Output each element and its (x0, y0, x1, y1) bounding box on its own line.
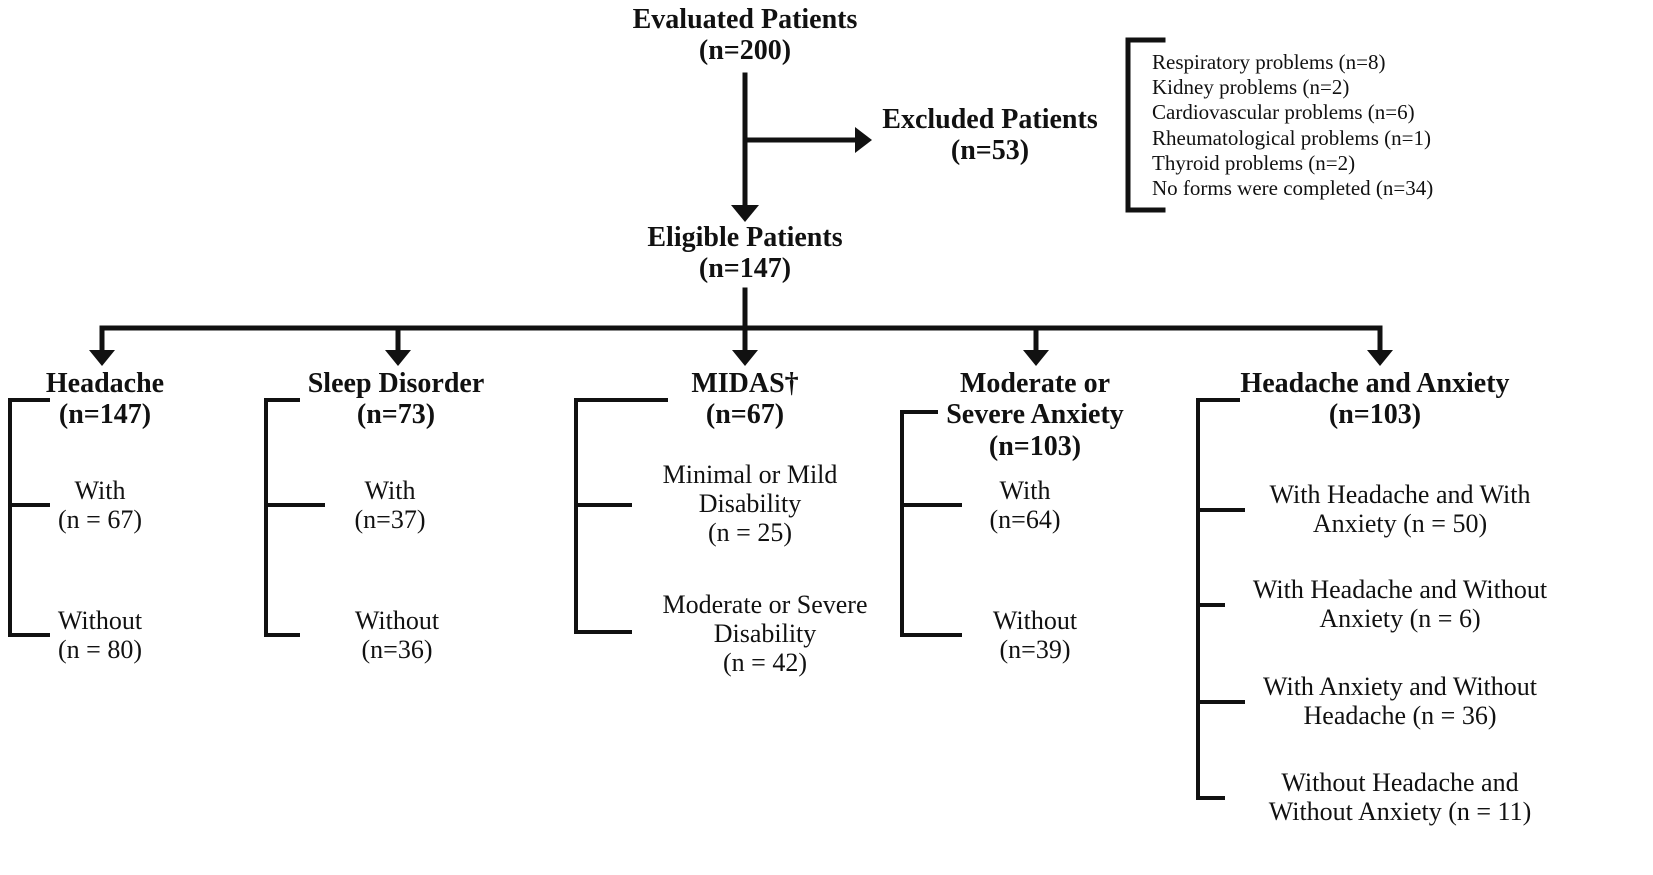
excluded-node: Excluded Patients (n=53) (870, 104, 1110, 167)
group-count: (n=67) (705, 399, 785, 431)
item-label: Without (57, 606, 143, 635)
exclusion-reason: Cardiovascular problems (n=6) (1152, 100, 1415, 125)
group-title: Headache (45, 368, 165, 399)
group-title: Headache and Anxiety (1240, 368, 1510, 399)
arrowhead-midas (732, 350, 758, 366)
item-label: Minimal or Mild (662, 460, 838, 489)
exclusion-bracket (1125, 37, 1166, 213)
bracket-combined (1196, 398, 1245, 800)
item-count: (n=64) (989, 505, 1061, 535)
excluded-title: Excluded Patients (882, 104, 1098, 135)
headache-without: Without (n = 80) (40, 606, 160, 664)
group-title-line2: Severe Anxiety (946, 399, 1124, 431)
bracket-headache (8, 398, 50, 637)
item-label: With (999, 476, 1051, 505)
arrowhead-eligible (731, 205, 759, 222)
arrowhead-excluded (855, 127, 872, 153)
exclusion-reason: Kidney problems (n=2) (1152, 75, 1350, 100)
item-count: (n = 80) (58, 635, 142, 665)
item-count: (n=36) (361, 635, 433, 665)
exclusion-reasons: Respiratory problems (n=8) Kidney proble… (1152, 50, 1433, 201)
anxiety-with: With (n=64) (965, 476, 1085, 534)
group-count: (n=73) (356, 399, 436, 431)
item-count: (n=39) (999, 635, 1071, 665)
arrowhead-sleep (385, 350, 411, 366)
item-label: Disability (698, 489, 802, 519)
eligible-title: Eligible Patients (647, 222, 843, 253)
item-label: Without Headache and (1281, 768, 1519, 797)
item-label: With (364, 476, 416, 505)
exclusion-reason: Rheumatological problems (n=1) (1152, 125, 1431, 150)
group-count: (n=147) (58, 399, 152, 431)
eligible-count: (n=147) (698, 253, 792, 285)
item-count: Headache (n = 36) (1303, 701, 1497, 731)
sleep-without: Without (n=36) (337, 606, 457, 664)
midas-mild: Minimal or Mild Disability (n = 25) (630, 460, 870, 547)
combined-item-4: Without Headache and Without Anxiety (n … (1240, 768, 1560, 826)
group-count: (n=103) (988, 430, 1082, 462)
exclusion-reason: Thyroid problems (n=2) (1152, 150, 1356, 175)
combined-item-2: With Headache and Without Anxiety (n = 6… (1225, 575, 1575, 633)
excluded-count: (n=53) (950, 135, 1030, 167)
group-count: (n=103) (1328, 399, 1422, 431)
exclusion-reason: No forms were completed (n=34) (1152, 175, 1434, 200)
item-label: With Headache and With (1269, 480, 1531, 509)
item-label: With Headache and Without (1252, 575, 1548, 604)
arrowhead-combined (1367, 350, 1393, 366)
exclusion-reason: Respiratory problems (n=8) (1152, 50, 1386, 74)
evaluated-node: Evaluated Patients (n=200) (610, 4, 880, 67)
item-label: Without (992, 606, 1078, 635)
group-title: Sleep Disorder (307, 368, 485, 399)
bracket-anxiety (900, 410, 962, 637)
item-count: (n=37) (354, 505, 426, 535)
item-count: Anxiety (n = 50) (1312, 509, 1488, 539)
item-label: With Anxiety and Without (1262, 672, 1537, 701)
evaluated-count: (n=200) (698, 35, 792, 67)
group-headache-header: Headache (n=147) (20, 368, 190, 431)
item-count: (n = 67) (58, 505, 142, 535)
item-count: (n = 25) (708, 518, 792, 548)
bracket-sleep (264, 398, 325, 637)
headache-with: With (n = 67) (40, 476, 160, 534)
combined-item-3: With Anxiety and Without Headache (n = 3… (1235, 672, 1565, 730)
group-title: Moderate or (959, 368, 1111, 399)
item-label: Disability (713, 619, 817, 649)
combined-item-1: With Headache and With Anxiety (n = 50) (1235, 480, 1565, 538)
midas-severe: Moderate or Severe Disability (n = 42) (630, 590, 900, 677)
evaluated-title: Evaluated Patients (632, 4, 858, 35)
group-midas-header: MIDAS† (n=67) (665, 368, 825, 431)
sleep-with: With (n=37) (330, 476, 450, 534)
bracket-midas (574, 398, 668, 634)
item-count: (n = 42) (723, 648, 807, 678)
group-sleep-header: Sleep Disorder (n=73) (290, 368, 502, 431)
arrowhead-headache (89, 350, 115, 366)
arrowhead-anxiety (1023, 350, 1049, 366)
eligible-node: Eligible Patients (n=147) (620, 222, 870, 285)
group-title: MIDAS† (691, 368, 799, 399)
group-combined-header: Headache and Anxiety (n=103) (1225, 368, 1525, 431)
item-label: Moderate or Severe (662, 590, 868, 619)
item-label: Without (354, 606, 440, 635)
item-count: Anxiety (n = 6) (1319, 604, 1481, 634)
item-count: Without Anxiety (n = 11) (1268, 797, 1532, 827)
group-anxiety-header: Moderate or Severe Anxiety (n=103) (925, 368, 1145, 462)
item-label: With (74, 476, 126, 505)
anxiety-without: Without (n=39) (975, 606, 1095, 664)
